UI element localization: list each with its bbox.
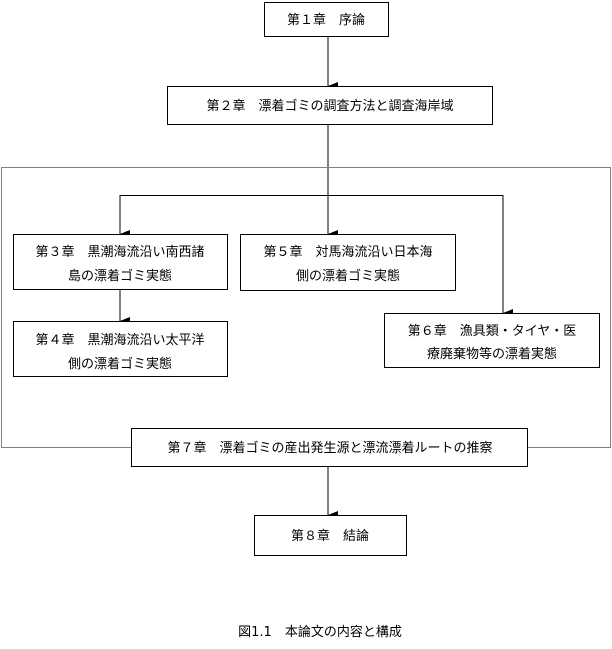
dotted-group-frame [1,167,611,448]
box-chapter-3: 第３章 黒潮海流沿い南西諸 島の漂着ゴミ実態 [13,234,228,290]
chapter-3-label-1: 第３章 黒潮海流沿い南西諸 [35,244,204,260]
box-chapter-4: 第４章 黒潮海流沿い太平洋 側の漂着ゴミ実態 [13,321,228,377]
chapter-4-label-2: 側の漂着ゴミ実態 [68,356,172,372]
chapter-8-label: 第８章 結論 [291,528,369,544]
chapter-6-label-2: 療廃棄物等の漂着実態 [427,346,557,362]
branch-line [119,195,504,313]
box-chapter-1: 第１章 序論 [264,2,389,37]
figure-caption: 図1.1 本論文の内容と構成 [238,624,402,640]
chapter-7-label: 第７章 漂着ゴミの産出発生源と漂流漂着ルートの推察 [167,440,492,456]
box-chapter-7: 第７章 漂着ゴミの産出発生源と漂流漂着ルートの推察 [131,428,528,467]
chapter-6-label-1: 第６章 漁具類・タイヤ・医 [408,323,577,339]
chapter-5-label-2: 側の漂着ゴミ実態 [296,268,400,284]
box-chapter-2: 第２章 漂着ゴミの調査方法と調査海岸域 [167,86,493,125]
box-chapter-5: 第５章 対馬海流沿い日本海 側の漂着ゴミ実態 [240,234,456,291]
box-chapter-6: 第６章 漁具類・タイヤ・医 療廃棄物等の漂着実態 [384,313,600,368]
chapter-4-label-1: 第４章 黒潮海流沿い太平洋 [35,332,204,348]
chapter-1-label: 第１章 序論 [287,12,365,28]
chapter-5-label-1: 第５章 対馬海流沿い日本海 [263,244,432,260]
box-chapter-8: 第８章 結論 [254,515,407,556]
chapter-2-label: 第２章 漂着ゴミの調査方法と調査海岸域 [206,98,453,114]
chapter-3-label-2: 島の漂着ゴミ実態 [68,268,172,284]
